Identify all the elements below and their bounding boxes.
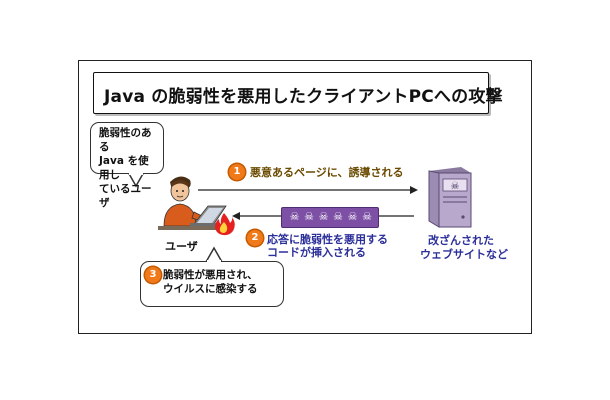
skull-icon: ☠ <box>304 210 314 223</box>
user-label: ユーザ <box>165 240 198 253</box>
skull-icon: ☠ <box>347 210 358 223</box>
malicious-code-box: ☠ ☠ ☠ ☠ ☠ ☠ <box>281 207 379 228</box>
server-label-line-2: ウェブサイトなど <box>420 248 508 261</box>
title-box: Java の脆弱性を悪用したクライアントPCへの攻撃 <box>93 72 503 114</box>
server-skull-mark: ☠ <box>451 181 460 192</box>
step-3-bubble: 脆弱性が悪用され、 ウイルスに感染する <box>140 261 284 307</box>
user-bubble-line-1: 脆弱性のある <box>99 127 152 153</box>
step-2-text: 応答に脆弱性を悪用する コードが挿入される <box>267 233 388 259</box>
step-3-line-2: ウイルスに感染する <box>163 283 258 295</box>
server-label: 改ざんされた ウェブサイトなど <box>420 234 508 262</box>
skull-icon: ☠ <box>318 210 329 223</box>
step-1-number: 1 <box>229 164 245 180</box>
skull-icon: ☠ <box>362 210 372 223</box>
skull-icon: ☠ <box>289 210 300 223</box>
arrow-right-icon <box>198 186 418 194</box>
user-bubble-line-2: Java を使用し <box>99 155 149 181</box>
user-at-laptop-icon <box>158 176 228 230</box>
fire-icon <box>215 213 235 236</box>
skull-icon: ☠ <box>333 210 343 223</box>
step-1-line-1: 悪意あるページに、誘導される <box>250 166 404 179</box>
server-tower-icon: ☠ <box>428 167 472 228</box>
step-2-line-1: 応答に脆弱性を悪用する <box>267 233 388 246</box>
step-2-number: 2 <box>247 230 263 246</box>
step-3-number: 3 <box>145 267 161 283</box>
step-3-line-1: 脆弱性が悪用され、 <box>163 269 258 281</box>
diagram-title: Java の脆弱性を悪用したクライアントPCへの攻撃 <box>104 87 503 107</box>
step-2-line-2: コードが挿入される <box>267 246 366 259</box>
server-label-line-1: 改ざんされた <box>428 234 494 247</box>
user-speech-bubble: 脆弱性のある Java を使用し ているユーザ <box>90 122 164 209</box>
step-1-text: 悪意あるページに、誘導される <box>250 166 403 179</box>
step-3-bubble-tail-cover <box>207 260 221 264</box>
bubble-tail-cover <box>129 171 143 175</box>
user-bubble-line-3: ているユーザ <box>99 183 152 209</box>
